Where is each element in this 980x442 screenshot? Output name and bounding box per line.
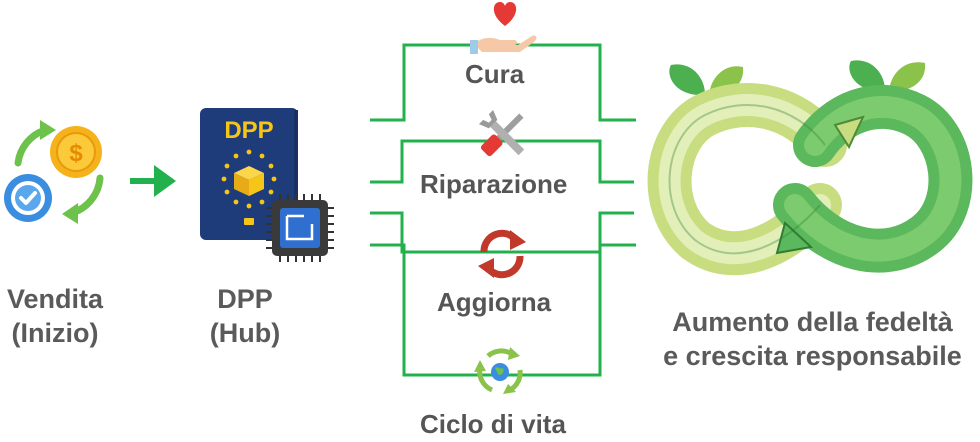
branch-label-riparazione: Riparazione [417, 168, 571, 201]
eu-stars-icon [221, 149, 277, 209]
branch-label-aggiorna: Aggiorna [434, 286, 555, 319]
result-label-line1: Aumento della fedeltà [672, 307, 953, 337]
refresh-arrows-icon [478, 229, 526, 279]
start-label: Vendita (Inizio) [0, 283, 110, 351]
svg-text:$: $ [69, 140, 83, 167]
sale-cycle-icon: $ [4, 120, 104, 224]
start-to-hub-arrow [130, 165, 176, 197]
hub-label-line2: (Hub) [209, 317, 281, 348]
infinity-growth-icon [647, 60, 973, 276]
connector-aggiorna [370, 211, 634, 254]
hub-label-line1: DPP [217, 284, 273, 314]
wrench-screwdriver-icon [478, 109, 525, 157]
dpp-passport-icon: DPP [200, 108, 334, 262]
result-label: Aumento della fedeltà e crescita respons… [645, 306, 980, 374]
branch-label-cura: Cura [462, 58, 528, 91]
result-label-line2: e crescita responsabile [663, 340, 962, 371]
start-label-line1: Vendita [6, 284, 104, 314]
dpp-badge-text: DPP [224, 117, 273, 144]
hub-label: DPP (Hub) [190, 283, 300, 351]
heart-hand-icon [470, 2, 537, 54]
start-label-line2: (Inizio) [11, 317, 99, 348]
chip-icon [266, 194, 334, 262]
branch-label-ciclo-di-vita: Ciclo di vita [417, 408, 569, 441]
recycle-globe-icon [474, 347, 523, 394]
